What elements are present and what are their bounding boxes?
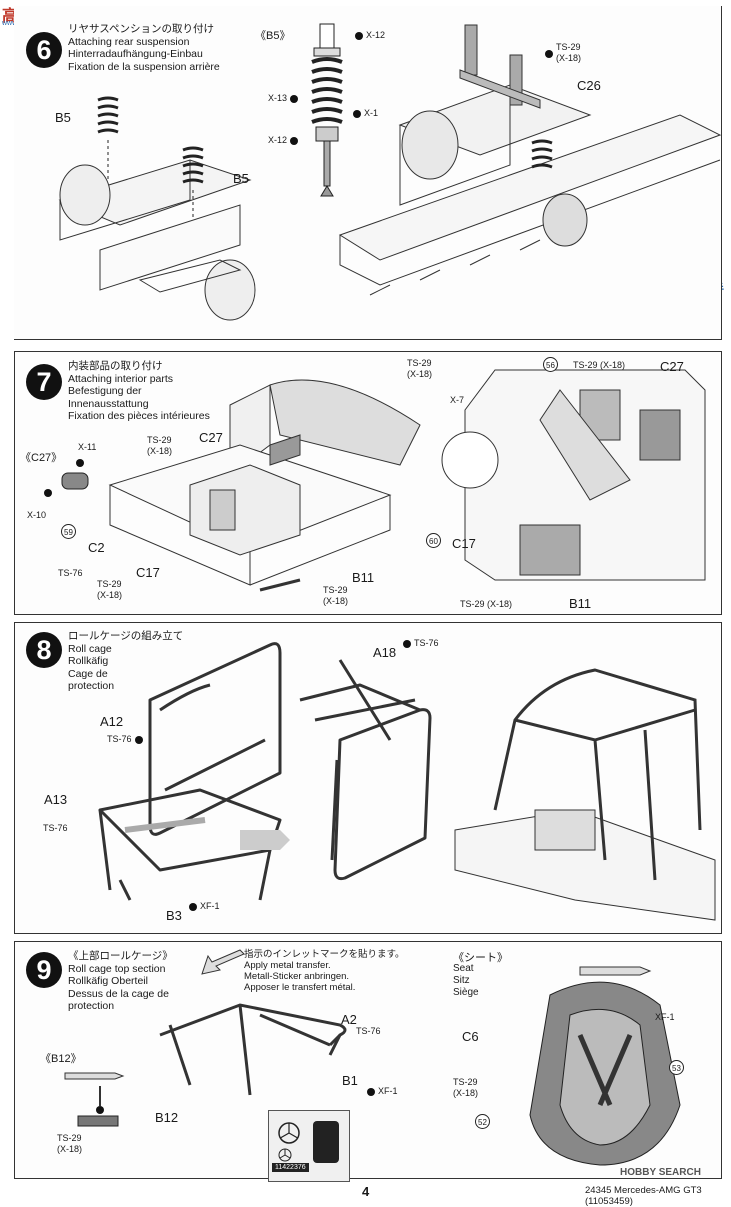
label-x1: X-1 [350,108,378,118]
label-ts29-right-top: TS-29 (X-18) [573,360,626,370]
label-b3: B3 [166,908,182,923]
page-number: 4 [362,1184,370,1199]
metal-transfer-arrow-icon [201,949,245,975]
label-ts29-b11: TS-29(X-18) [323,585,349,606]
mercedes-star-small-icon [278,1148,292,1162]
seat-title: 《シート》 [453,952,508,964]
roll-cage-top-drawing [159,1003,347,1096]
step-7-number: 7 [26,364,62,400]
title-fr: Fixation de la suspension arrière [68,60,220,73]
label-c6: C6 [462,1029,479,1044]
rear-suspension-right-drawing [338,24,722,296]
step-9-title: 《上部ロールケージ》 Roll cage top section Rollkäf… [68,950,173,1012]
marker-60: 60 [426,533,441,548]
mercedes-star-icon [278,1122,300,1144]
detail-b5-title: 《B5》 [255,30,291,42]
label-ts29-seat: TS-29(X-18) [453,1077,479,1098]
b12-detail-drawing [64,1072,125,1127]
label-c27-right: C27 [660,359,684,374]
label-c27-step7: C27 [199,430,223,445]
title-jp: リヤサスペンションの取り付け [68,23,215,35]
label-c17-right: C17 [452,536,476,551]
label-x11: X-11 [78,442,97,452]
label-ts29-c27: TS-29(X-18) [147,435,173,456]
step-6-number: 6 [26,32,62,68]
interior-tub-drawing [108,379,421,592]
label-ts29-c17: TS-29(X-18) [97,579,123,600]
shock-detail-drawing [311,23,343,197]
label-b11-right: B11 [569,596,592,611]
label-b12: B12 [155,1110,179,1125]
label-ts76-step7: TS-76 [58,568,83,578]
label-b5-right: B5 [233,171,249,186]
label-xf1-step8: XF-1 [186,901,220,911]
label-a18: A18 [373,645,397,660]
label-a2: A2 [341,1012,357,1027]
label-x7: X-7 [450,395,465,405]
label-ts76-a12: TS-76 [107,734,146,744]
marker-52: 52 [475,1114,490,1129]
detail-c27-title: 《C27》 [20,452,63,464]
label-xf1-seat: XF-1 [655,1012,675,1022]
label-x12-top: X-12 [352,30,385,40]
label-ts76-a18: TS-76 [400,638,439,648]
label-c2: C2 [88,540,105,555]
roll-cage-installed-drawing [454,668,716,921]
label-b1: B1 [342,1073,358,1088]
label-x10: X-10 [27,510,47,520]
model-line: 24345 Mercedes-AMG GT3 (11053459) [585,1185,702,1207]
label-b5-left: B5 [55,110,71,125]
label-ts29-top-step7: TS-29(X-18) [407,358,433,379]
label-a12: A12 [100,714,124,729]
label-x13: X-13 [268,93,301,103]
marker-59: 59 [61,524,76,539]
label-ts29-right-bottom: TS-29 (X-18) [460,599,513,609]
roll-cage-parts-drawing [98,642,432,901]
step-8-number: 8 [26,632,62,668]
label-ts76-a13: TS-76 [43,823,68,833]
marker-53: 53 [669,1060,684,1075]
label-ts29-step6: TS-29(X-18) [545,42,581,64]
c27-detail-drawing [44,459,89,497]
label-a13: A13 [44,792,68,807]
sticker-block [313,1121,339,1163]
seat-subtitle: Seat Sitz Siège [453,963,479,998]
label-ts76-step9: TS-76 [356,1026,381,1036]
title-de: Hinterradaufhängung-Einbau [68,48,203,60]
metal-transfer-sheet [268,1110,350,1182]
step-8-title: ロールケージの組み立て Roll cage Rollkäfig Cage de … [68,630,184,692]
sticker-code: 11422376 [272,1163,309,1172]
seat-drawing [529,966,681,1166]
page-footer: 4 24345 Mercedes-AMG GT3 (11053459) [0,1182,731,1207]
label-xf1-step9: XF-1 [364,1086,398,1096]
rear-suspension-left-drawing [58,96,256,321]
interior-topview-drawing [441,369,706,581]
step-7-title: 内装部品の取り付け Attaching interior parts Befes… [68,360,210,422]
title-en: Attaching rear suspension [68,35,190,48]
detail-b12-title: 《B12》 [40,1053,82,1065]
label-ts29-b12: TS-29(X-18) [57,1133,83,1154]
label-c26: C26 [577,78,601,93]
label-b11-left: B11 [352,570,375,585]
label-x12-bottom: X-12 [268,135,301,145]
step-6-title: リヤサスペンションの取り付け Attaching rear suspension… [68,23,220,73]
watermark-bottom: HOBBY SEARCH [620,1167,701,1178]
step-9-number: 9 [26,952,62,988]
marker-56: 56 [543,357,558,372]
label-c17-left: C17 [136,565,160,580]
metal-transfer-note: 指示のインレットマークを貼ります。 Apply metal transfer. … [244,949,405,993]
